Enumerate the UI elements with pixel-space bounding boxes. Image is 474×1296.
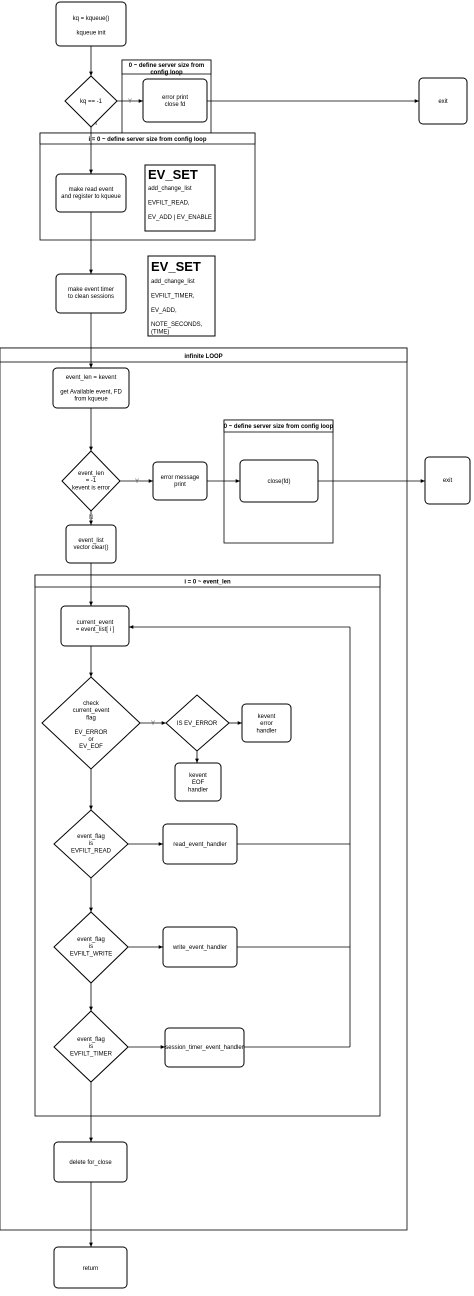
node-return-label: return	[83, 1266, 99, 1272]
container-infinite-loop-title: infinite LOOP	[184, 354, 222, 360]
node-kqueue-init-label: kq = kqueue() kqueue init	[73, 16, 110, 36]
node-exit-top-label: exit	[438, 99, 448, 105]
edge-label-no-eventlen: N	[89, 515, 93, 521]
container-config-loop-wide-title: i = 0 ~ define server size from config l…	[88, 137, 206, 143]
node-current-event: current_event= event_list[ i ]	[60, 605, 130, 647]
node-read-handler: read_event_handler	[162, 823, 238, 865]
node-delete-for-close: delete for_close	[53, 1141, 128, 1183]
node-exit-top: exit	[418, 77, 468, 125]
node-close-fd: close(fd)	[239, 459, 319, 503]
node-delete-for-close-label: delete for_close	[69, 1160, 112, 1166]
node-close-fd-label: close(fd)	[267, 479, 290, 485]
container-event-len-loop: i = 0 ~ event_len	[34, 574, 381, 1117]
container-config-loop-inner: 0 ~ define server size from config loop	[223, 419, 334, 544]
node-timer-handler-label: session_timer_event_handler	[165, 1045, 243, 1051]
decision-kq-check-label: kq == -1	[80, 99, 103, 105]
note-ev-set-timer-title: EV_SET	[151, 259, 201, 274]
edge-label-no-kq: N	[93, 121, 97, 127]
edge-label-yes-kq: Y	[128, 99, 132, 105]
node-kqueue-init: kq = kqueue() kqueue init	[55, 1, 127, 47]
node-event-len-kevent-label: event_len = kevent get Available event, …	[60, 375, 122, 403]
decision-kq-check: kq == -1	[64, 75, 118, 128]
container-config-loop-inner-title: 0 ~ define server size from config loop	[224, 424, 334, 430]
note-ev-set-read: EV_SET add_change_list EVFILT_READ, EV_A…	[144, 164, 216, 232]
node-write-handler: write_event_handler	[162, 926, 238, 968]
node-return: return	[53, 1246, 128, 1289]
container-config-loop-wide: i = 0 ~ define server size from config l…	[39, 132, 256, 241]
note-ev-set-timer: EV_SET add_change_list EVFILT_TIMER, EV_…	[147, 255, 216, 337]
decision-is-ev-error-label: IS EV_ERROR	[177, 721, 218, 727]
edge-label-yes-flag: Y	[151, 721, 155, 727]
node-exit-mid: exit	[424, 456, 471, 505]
node-current-event-label: current_event= event_list[ i ]	[76, 620, 115, 633]
edge-label-yes-eventlen: Y	[135, 479, 139, 485]
node-timer-handler: session_timer_event_handler	[164, 1027, 245, 1068]
container-event-len-loop-title: i = 0 ~ event_len	[184, 580, 231, 586]
node-read-handler-label: read_event_handler	[173, 842, 226, 848]
node-write-handler-label: write_event_handler	[172, 945, 227, 951]
node-event-len-kevent: event_len = kevent get Available event, …	[52, 367, 130, 409]
note-ev-set-read-lines: add_change_list EVFILT_READ, EV_ADD | EV…	[148, 186, 212, 221]
decision-is-ev-error: IS EV_ERROR	[165, 694, 230, 752]
container-infinite-loop: infinite LOOP	[0, 347, 408, 1231]
connectors: Y N Y N Y	[89, 46, 425, 1247]
node-exit-mid-label: exit	[443, 478, 453, 484]
note-ev-set-timer-lines: add_change_list EVFILT_TIMER, EV_ADD, NO…	[151, 279, 203, 335]
note-ev-set-read-title: EV_SET	[148, 167, 198, 182]
